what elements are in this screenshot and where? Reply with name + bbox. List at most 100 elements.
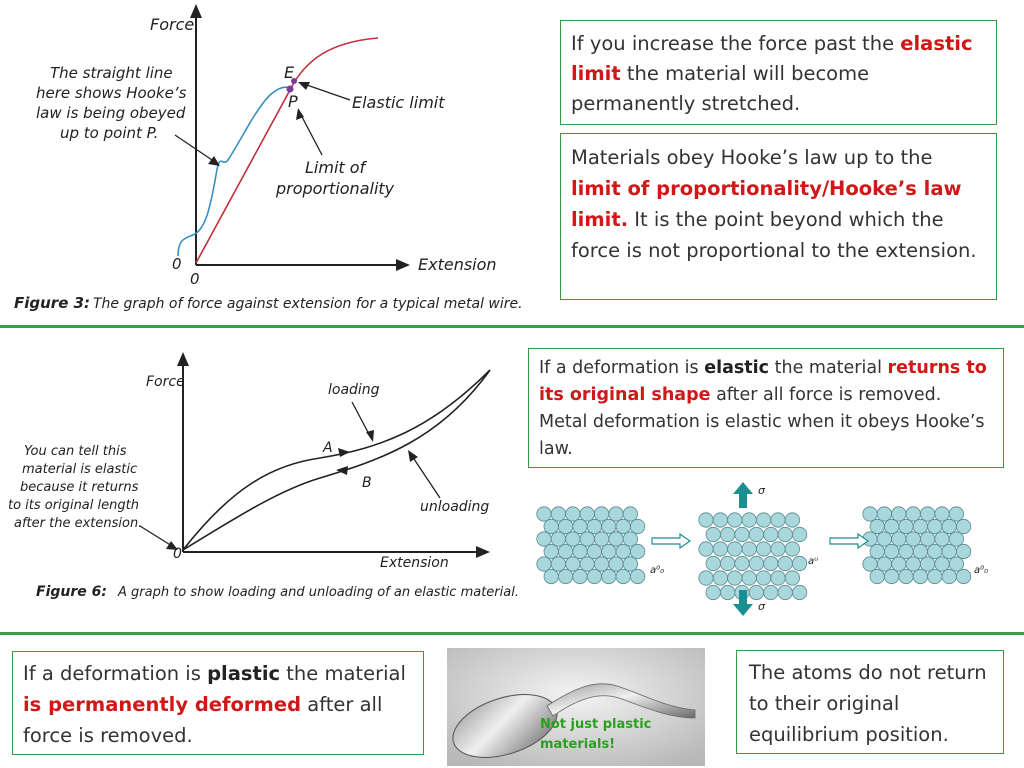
- note2-line-4: to its original length: [8, 498, 139, 513]
- elastic-limit-pointer: [303, 83, 351, 101]
- atom: [705, 526, 721, 543]
- atom: [862, 556, 878, 572]
- elastic-deformation-box: If a deformation is elastic the material…: [528, 348, 1004, 468]
- atom: [941, 568, 957, 585]
- atom: [927, 568, 943, 585]
- point-a-label: A: [322, 440, 333, 456]
- figure3-label: Figure 3:: [14, 294, 90, 312]
- atom: [912, 518, 928, 535]
- box4-plastic: plastic: [207, 662, 281, 685]
- atom: [934, 556, 950, 572]
- atom: [586, 543, 603, 560]
- lattice-restored: [862, 506, 972, 585]
- atom: [579, 506, 595, 522]
- atom: [557, 543, 574, 560]
- atom: [869, 543, 885, 560]
- box4-text-1: If a deformation is: [23, 662, 208, 685]
- atom: [748, 526, 764, 543]
- atom: [705, 555, 721, 572]
- atom: [630, 568, 646, 585]
- figure3-caption: The graph of force against extension for…: [93, 296, 523, 312]
- atom: [955, 568, 972, 585]
- plastic-deformation-box: If a deformation is plastic the material…: [12, 651, 424, 755]
- atom: [934, 506, 950, 522]
- point-p-label: P: [288, 92, 298, 111]
- atom: [720, 555, 736, 572]
- atom: [622, 531, 639, 547]
- atom: [883, 543, 900, 560]
- atom: [536, 556, 552, 572]
- spacing-label-left: a⁰₀: [650, 565, 664, 576]
- note-line-1: The straight line: [50, 64, 173, 82]
- box1-text-1: If you increase the force past the: [571, 32, 901, 55]
- note-line-2: here shows Hooke’s: [36, 84, 187, 102]
- atom: [536, 531, 552, 547]
- spacing-label-right: a⁰₀: [974, 565, 988, 576]
- lattice-original: [536, 506, 646, 585]
- atom: [615, 518, 631, 535]
- box1-text-3: the material will become permanently str…: [571, 62, 870, 115]
- atom: [615, 568, 631, 585]
- atom: [862, 506, 878, 522]
- atom: [905, 506, 921, 522]
- unloading-direction: [336, 466, 348, 475]
- limit-arrowhead: [296, 108, 304, 120]
- atom: [784, 541, 800, 557]
- atom: [565, 506, 581, 522]
- atom: [586, 568, 603, 585]
- atom: [784, 512, 800, 528]
- blue-curve: [177, 86, 291, 257]
- atom: [727, 541, 743, 557]
- atom: [705, 584, 721, 601]
- atom: [876, 531, 892, 547]
- atom: [579, 531, 595, 547]
- atom: [601, 518, 617, 535]
- atom: [905, 556, 921, 572]
- stress-down-arrow: [733, 590, 753, 616]
- loading-pointer: [351, 401, 371, 437]
- origin-left: 0: [172, 255, 182, 273]
- atom: [763, 555, 779, 572]
- atom: [948, 556, 964, 572]
- note-arrowhead: [208, 156, 220, 166]
- loading-direction: [338, 448, 350, 457]
- atom: [594, 556, 610, 572]
- atom: [912, 568, 928, 585]
- sigma-top: σ: [758, 484, 766, 497]
- box4-text-5: after all force is removed.: [23, 693, 383, 747]
- atom: [565, 531, 581, 547]
- note2-arrowhead: [166, 541, 178, 550]
- box5-text: The atoms do not return to their origina…: [749, 661, 987, 746]
- atom: [557, 518, 574, 535]
- unloading-pointer: [411, 455, 441, 499]
- atom: [734, 555, 750, 572]
- box4-permanent: is permanently deformed: [23, 693, 302, 716]
- atom: [601, 568, 617, 585]
- atom: [572, 543, 588, 560]
- atom: [876, 556, 892, 572]
- section-divider-2: [0, 632, 1024, 635]
- hookes-law-graph: Force Extension 0 0 E P Elastic limit Li…: [14, 4, 523, 312]
- atom: [941, 518, 957, 535]
- atom: [586, 518, 603, 535]
- atom: [565, 556, 581, 572]
- box2-limit: limit of proportionality/Hooke’s law lim…: [571, 177, 962, 231]
- note2-pointer: [139, 525, 173, 547]
- atom: [698, 512, 714, 528]
- atom: [869, 518, 885, 535]
- box3-elastic: elastic: [704, 358, 770, 378]
- stress-up-arrow: [733, 482, 753, 508]
- atom: [777, 555, 793, 572]
- limit-pointer: [299, 112, 323, 156]
- atom: [601, 543, 617, 560]
- atom: [934, 531, 950, 547]
- atom: [572, 568, 588, 585]
- atom: [955, 543, 972, 560]
- atom: [777, 526, 793, 543]
- atom: [770, 570, 786, 586]
- atom: [543, 568, 559, 585]
- spacing-label-mid: aᵘ: [808, 556, 818, 567]
- atom: [748, 584, 764, 601]
- flow-arrow-1: [651, 532, 692, 550]
- y-axis-arrow: [190, 4, 202, 18]
